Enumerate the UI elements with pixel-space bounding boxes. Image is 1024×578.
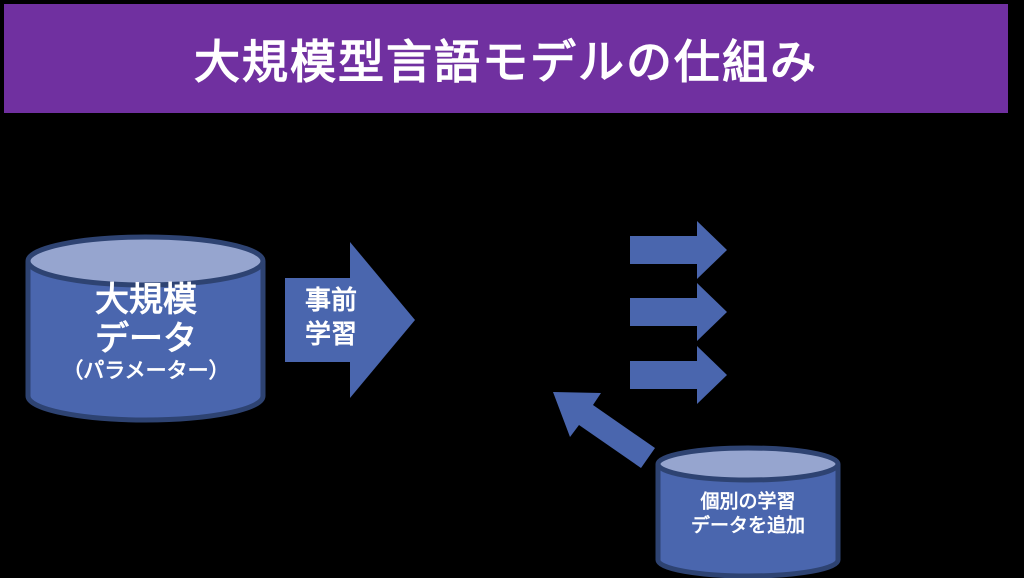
pretraining-label-line1: 事前	[305, 285, 357, 315]
right-arrow-icon	[285, 242, 415, 398]
database-top-icon	[25, 234, 266, 288]
individual-data-label-line2: データを追加	[691, 514, 805, 537]
output-arrow-1-icon	[630, 221, 727, 279]
large-data-label-line2: データ	[95, 319, 197, 358]
output-arrow-3-icon	[630, 346, 727, 404]
page-title: 大規模型言語モデルの仕組み	[194, 35, 818, 88]
individual-data-cylinder: 個別の学習 データを追加	[655, 445, 841, 578]
database-icon	[655, 464, 841, 578]
database-top-icon	[655, 445, 841, 483]
output-arrow-2-icon	[630, 283, 727, 341]
output-arrows	[630, 221, 727, 404]
database-icon	[25, 261, 266, 423]
pretraining-label-line2: 学習	[305, 319, 357, 349]
large-data-cylinder: 大規模 データ （パラメーター）	[25, 234, 266, 423]
individual-data-label-line1: 個別の学習	[699, 490, 795, 513]
feedback-up-left-arrow-icon	[553, 392, 655, 468]
large-data-label-line1: 大規模	[95, 281, 197, 319]
title-banner: 大規模型言語モデルの仕組み	[4, 4, 1008, 113]
pretraining-arrow: 事前 学習	[285, 242, 415, 398]
large-data-label-line3: （パラメーター）	[62, 359, 229, 383]
